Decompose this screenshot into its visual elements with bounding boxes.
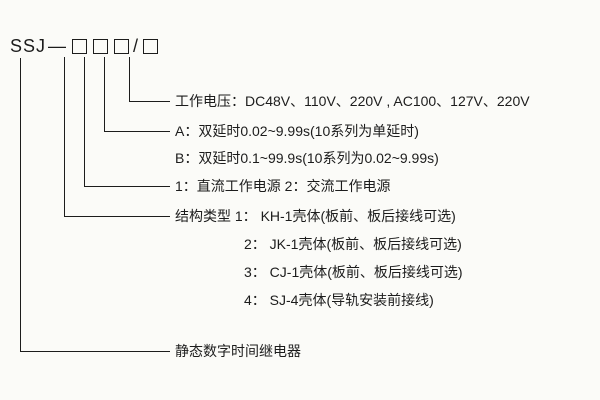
connector-elbow-product — [20, 351, 170, 352]
connector-line-voltage — [129, 57, 130, 101]
connector-elbow-power — [84, 186, 170, 187]
delay-a-label: A：双延时0.02~9.99s(10系列为单延时) — [175, 123, 419, 139]
model-box-1 — [72, 39, 88, 54]
power-label: 1：直流工作电源 2：交流工作电源 — [175, 178, 391, 194]
structure-label-4: 4： SJ-4壳体(导轨安装前接线) — [244, 292, 434, 308]
model-box-2 — [93, 39, 109, 54]
connector-line-delay — [104, 57, 105, 131]
model-prefix: SSJ — [10, 36, 47, 56]
delay-b-label: B：双延时0.1~99.9s(10系列为0.02~9.99s) — [175, 150, 439, 166]
model-dash: — — [48, 36, 68, 56]
model-number: SSJ — / — [10, 36, 161, 57]
connector-elbow-voltage — [129, 101, 170, 102]
connector-elbow-structure — [64, 216, 170, 217]
structure-label-1: 结构类型 1： KH-1壳体(板前、板后接线可选) — [175, 208, 456, 224]
model-box-4 — [143, 39, 159, 54]
connector-line-product — [20, 58, 21, 351]
connector-line-power — [84, 57, 85, 186]
structure-label-2: 2： JK-1壳体(板前、板后接线可选) — [244, 236, 462, 252]
connector-line-structure — [64, 57, 65, 216]
connector-elbow-delay — [104, 131, 170, 132]
voltage-label: 工作电压：DC48V、110V、220V , AC100、127V、220V — [175, 93, 530, 109]
model-box-3 — [114, 39, 130, 54]
structure-label-3: 3： CJ-1壳体(板前、板后接线可选) — [244, 264, 463, 280]
product-name-label: 静态数字时间继电器 — [175, 343, 301, 359]
model-slash: / — [133, 36, 140, 56]
